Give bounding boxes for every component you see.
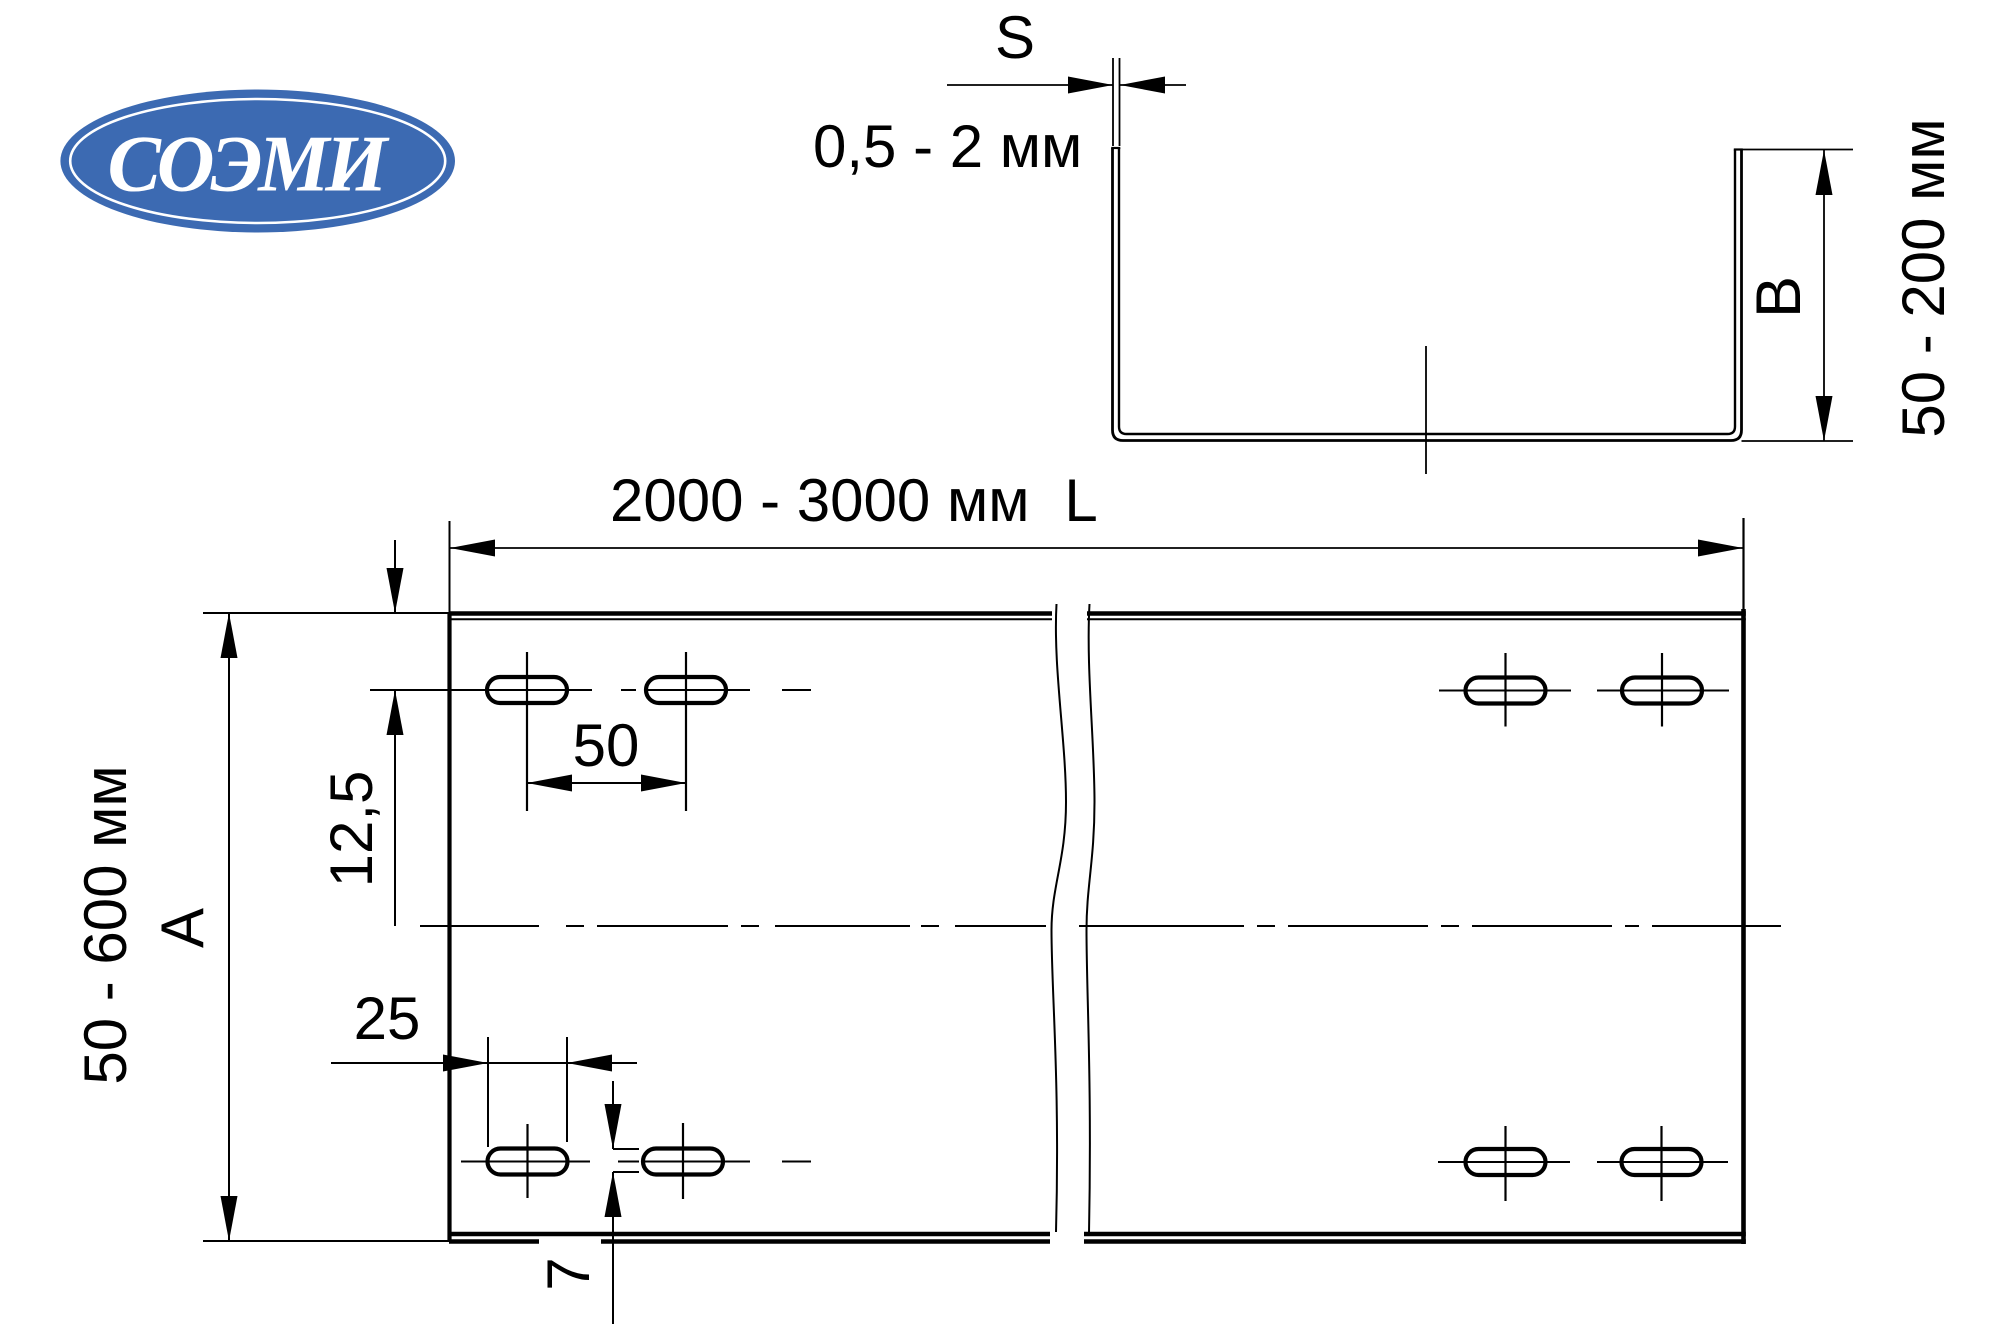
- plan-view: 2000 - 3000 мм L A 50 - 600 мм 12,5 50: [72, 467, 1781, 1324]
- slot-width-dimension: 7: [535, 1081, 639, 1324]
- thickness-range-label: 0,5 - 2 мм: [813, 113, 1082, 180]
- length-dimension: 2000 - 3000 мм L: [448, 467, 1745, 612]
- logo: СОЭМИ: [60, 89, 455, 233]
- slot-group-bottom-left: [461, 1123, 811, 1199]
- slot-width-arrowhead-down: [604, 1104, 622, 1149]
- height-range-label: 50 - 200 мм: [1890, 118, 1957, 437]
- slot-length-dimension: 25: [331, 985, 637, 1147]
- row-offset-arrowhead-up: [386, 690, 404, 735]
- slot-group-bottom-right: [1438, 1126, 1728, 1201]
- break-line-left: [1050, 603, 1068, 1233]
- width-dimension: A 50 - 600 мм: [72, 612, 449, 1242]
- thickness-letter-label: S: [995, 4, 1035, 71]
- length-range-label: 2000 - 3000 мм: [610, 467, 1029, 534]
- slot-length-label: 25: [354, 985, 421, 1052]
- logo-text: СОЭМИ: [108, 121, 391, 209]
- length-letter-label: L: [1064, 467, 1097, 534]
- slot-width-label: 7: [535, 1257, 602, 1290]
- break-line-right: [1085, 603, 1096, 1234]
- slot-group-top-left: [370, 652, 811, 811]
- slot-width-arrowhead-up: [604, 1172, 622, 1217]
- row-offset-arrowhead-down: [386, 568, 404, 613]
- s-arrowhead-right: [1120, 76, 1165, 94]
- pitch-arrowhead-left: [527, 774, 572, 792]
- s-arrowhead-left: [1068, 76, 1113, 94]
- l-arrowhead-right: [1698, 539, 1743, 557]
- l-arrowhead-left: [450, 539, 495, 557]
- slot-group-top-right: [1439, 653, 1729, 727]
- b-arrowhead-top: [1815, 150, 1833, 195]
- profile-outer-contour: [1111, 148, 1743, 442]
- section-view: S 0,5 - 2 мм B 50 - 200 мм: [813, 4, 1957, 474]
- row-offset-dimension: 12,5: [318, 540, 404, 926]
- a-arrowhead-top: [220, 613, 238, 658]
- slot-length-arrowhead-right: [567, 1054, 612, 1072]
- logo-ellipse: [60, 89, 455, 233]
- slot-length-arrowhead-left: [443, 1054, 488, 1072]
- a-arrowhead-bottom: [220, 1196, 238, 1241]
- row-offset-label: 12,5: [318, 771, 385, 888]
- slot-pitch-label: 50: [573, 712, 640, 779]
- logo-inner-ring: [68, 97, 447, 225]
- slot-pitch-dimension: 50: [527, 712, 686, 792]
- profile-inner-contour: [1117, 148, 1737, 436]
- pitch-arrowhead-right: [641, 774, 686, 792]
- width-range-label: 50 - 600 мм: [72, 765, 139, 1084]
- width-letter-label: A: [149, 908, 216, 948]
- b-arrowhead-bottom: [1815, 396, 1833, 441]
- height-letter-label: B: [1744, 276, 1814, 318]
